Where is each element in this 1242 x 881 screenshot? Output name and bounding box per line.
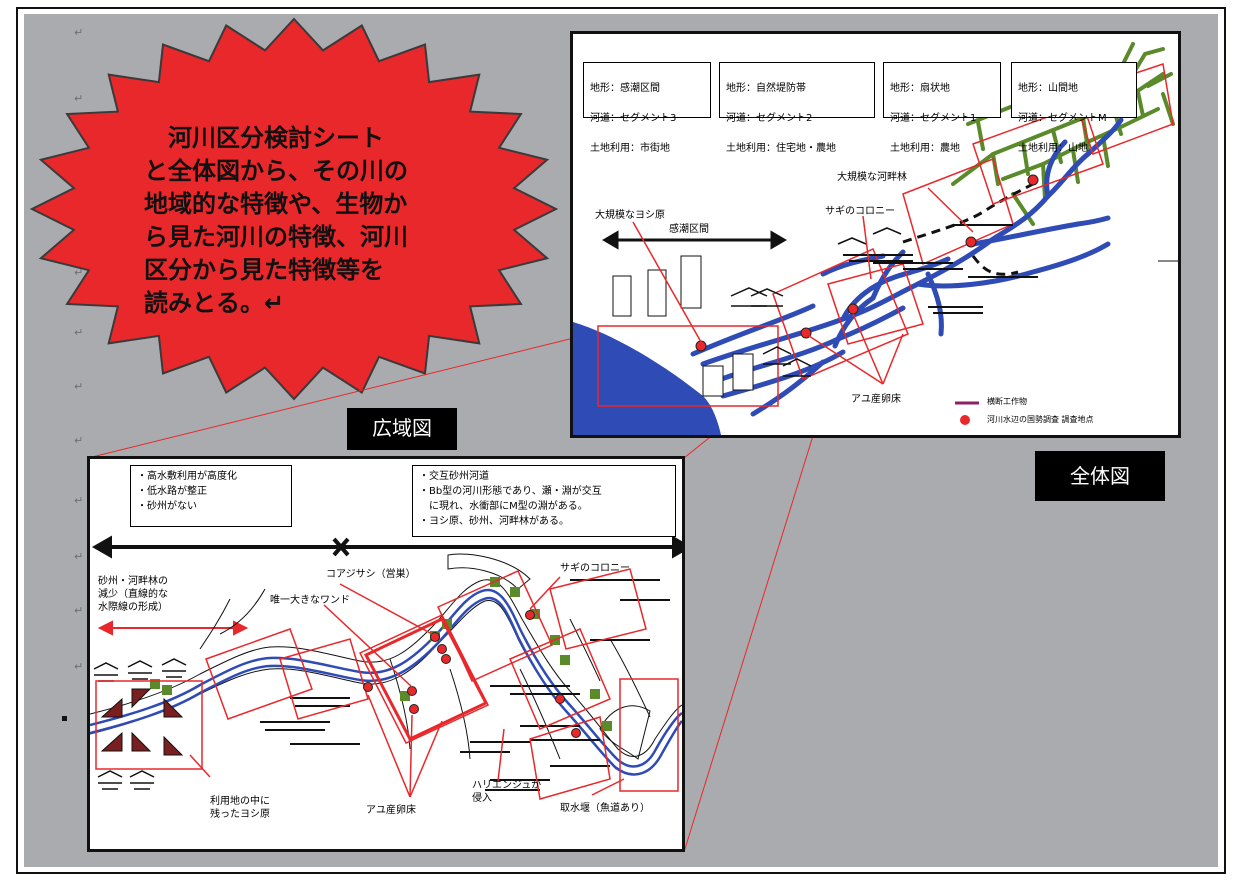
annotation-wando: 唯一大きなワンド	[270, 595, 350, 606]
return-mark: ↵	[74, 494, 84, 507]
legend-survey-point: 河川水辺の国勢調査 調査地点	[987, 415, 1094, 424]
annotation-sandbar-decline: 砂州・河畔林の 減少（直線的な 水際線の形成）	[98, 576, 168, 613]
segment-channel: 河道：セグメント3	[590, 113, 677, 124]
legend-structure: 横断工作物	[987, 397, 1027, 406]
segment-terrain: 地形：感潮区間	[590, 83, 660, 94]
return-mark: ↵	[74, 26, 84, 39]
return-mark: ↵	[74, 326, 84, 339]
slide-canvas: ↵ ↵ ↵ ↵ ↵ ↵ ↵ ↵ ↵ ↵ ↵ ↵ 河川区分検討シート と全体図から…	[24, 14, 1218, 867]
annotation-ayu-spawning: アユ産卵床	[851, 394, 901, 405]
annotation-tidal-section: 感潮区間	[669, 224, 709, 235]
return-mark: ↵	[74, 92, 84, 105]
return-mark: ↵	[74, 266, 84, 279]
segment-channel: 河道：セグメント1	[890, 113, 977, 124]
annotation-remaining-reed: 利用地の中に 残ったヨシ原	[210, 796, 270, 820]
segment-terrain: 地形：山間地	[1018, 83, 1078, 94]
annotation-little-tern: コアジサシ（営巣）	[326, 569, 416, 580]
text-box-alternate-bars: ・交互砂州河道 ・Bb型の河川形態であり、瀬・淵が交互 に現れ、水衝部にM型の淵…	[412, 465, 676, 537]
bullet-square	[62, 716, 67, 721]
segment-box-tidal: 地形：感潮区間 河道：セグメント3 土地利用：市街地	[583, 62, 711, 154]
segment-landuse: 土地利用：農地	[890, 143, 960, 154]
segment-landuse: 土地利用：市街地	[590, 143, 670, 154]
annotation-egret-colony: サギのコロニー	[560, 563, 630, 574]
wide-area-map-panel: ・高水敷利用が高度化 ・低水路が整正 ・砂州がない ・交互砂州河道 ・Bb型の河…	[87, 456, 685, 852]
return-mark: ↵	[74, 550, 84, 563]
segment-channel: 河道：セグメントM	[1018, 113, 1107, 124]
label-wide-area-map: 広域図	[347, 408, 457, 450]
segment-landuse: 土地利用：山地	[1018, 143, 1088, 154]
wide-map-drawing	[90, 535, 682, 800]
whole-map-drawing	[573, 42, 1178, 435]
return-mark: ↵	[74, 604, 84, 617]
annotation-intake-weir: 取水堰（魚道あり）	[560, 803, 650, 814]
label-whole-map: 全体図	[1035, 451, 1165, 501]
page-frame	[16, 7, 1226, 874]
whole-map-panel: 地形：感潮区間 河道：セグメント3 土地利用：市街地 地形：自然堤防帯 河道：セ…	[570, 31, 1181, 438]
segment-channel: 河道：セグメント2	[726, 113, 813, 124]
segment-box-fan: 地形：扇状地 河道：セグメント1 土地利用：農地	[883, 62, 1001, 154]
segment-landuse: 土地利用：住宅地・農地	[726, 143, 836, 154]
segment-box-levee: 地形：自然堤防帯 河道：セグメント2 土地利用：住宅地・農地	[719, 62, 875, 154]
return-mark: ↵	[74, 380, 84, 393]
return-mark: ↵	[74, 660, 84, 673]
annotation-egret-colony: サギのコロニー	[825, 206, 895, 217]
text-box-urbanized: ・高水敷利用が高度化 ・低水路が整正 ・砂州がない	[130, 465, 292, 527]
segment-terrain: 地形：自然堤防帯	[726, 83, 806, 94]
starburst-text: 河川区分検討シート と全体図から、その川の 地域的な特徴や、生物か ら見た河川の…	[144, 124, 408, 317]
return-mark: ↵	[74, 434, 84, 447]
annotation-reed-bed: 大規模なヨシ原	[595, 210, 665, 221]
segment-terrain: 地形：扇状地	[890, 83, 950, 94]
annotation-ayu-spawning: アユ産卵床	[366, 805, 416, 816]
annotation-riparian-forest: 大規模な河畔林	[837, 172, 907, 183]
annotation-black-locust: ハリエンジュが 侵入	[472, 780, 542, 804]
segment-box-mountain: 地形：山間地 河道：セグメントM 土地利用：山地	[1011, 62, 1137, 154]
